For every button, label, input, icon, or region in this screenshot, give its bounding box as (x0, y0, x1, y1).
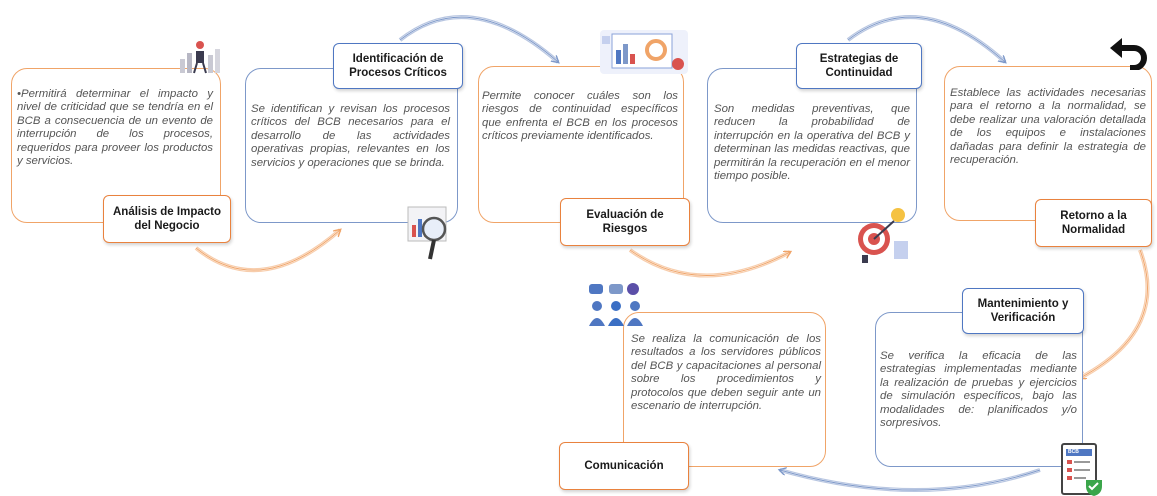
step-card-strategies (707, 68, 917, 223)
step-card-maintenance (875, 312, 1083, 467)
step-desc-strategies: Son medidas preventivas, que reducen la … (714, 103, 910, 183)
clipboard-label: BCB (1068, 449, 1079, 455)
chat-people-icon (589, 283, 643, 326)
clipboard-check-icon (1061, 443, 1102, 496)
step-card-communication (623, 312, 826, 467)
step-title-critical-processes: Identificación de Procesos Críticos (333, 43, 463, 89)
dashboard-risk-icon (600, 30, 688, 74)
step-desc-bia: •Permitirá determinar el impacto y nivel… (17, 88, 213, 168)
target-strategy-icon (858, 208, 908, 263)
step-title-strategies: Estrategias de Continuidad (796, 43, 922, 89)
step-desc-risk: Permite conocer cuáles son los riesgos d… (482, 90, 678, 143)
step-desc-critical-processes: Se identifican y revisan los procesos cr… (251, 103, 450, 169)
step-title-risk: Evaluación de Riesgos (560, 198, 690, 246)
arrow-5-6 (1079, 249, 1150, 380)
step-title-return: Retorno a la Normalidad (1035, 199, 1152, 247)
magnifier-analysis-icon (407, 206, 447, 260)
business-impact-icon (180, 41, 220, 74)
return-arrow-icon (1110, 38, 1147, 70)
step-title-communication: Comunicación (559, 442, 689, 490)
step-card-return (944, 66, 1152, 221)
step-desc-communication: Se realiza la comunicación de los result… (631, 333, 821, 413)
step-desc-maintenance: Se verifica la eficacia de las estrategi… (880, 350, 1077, 430)
step-title-maintenance: Mantenimiento y Verificación (962, 288, 1084, 334)
step-desc-return: Establece las actividades necesarias par… (950, 87, 1146, 167)
step-card-critical-processes (245, 68, 458, 223)
step-title-bia: Análisis de Impacto del Negocio (103, 195, 231, 243)
